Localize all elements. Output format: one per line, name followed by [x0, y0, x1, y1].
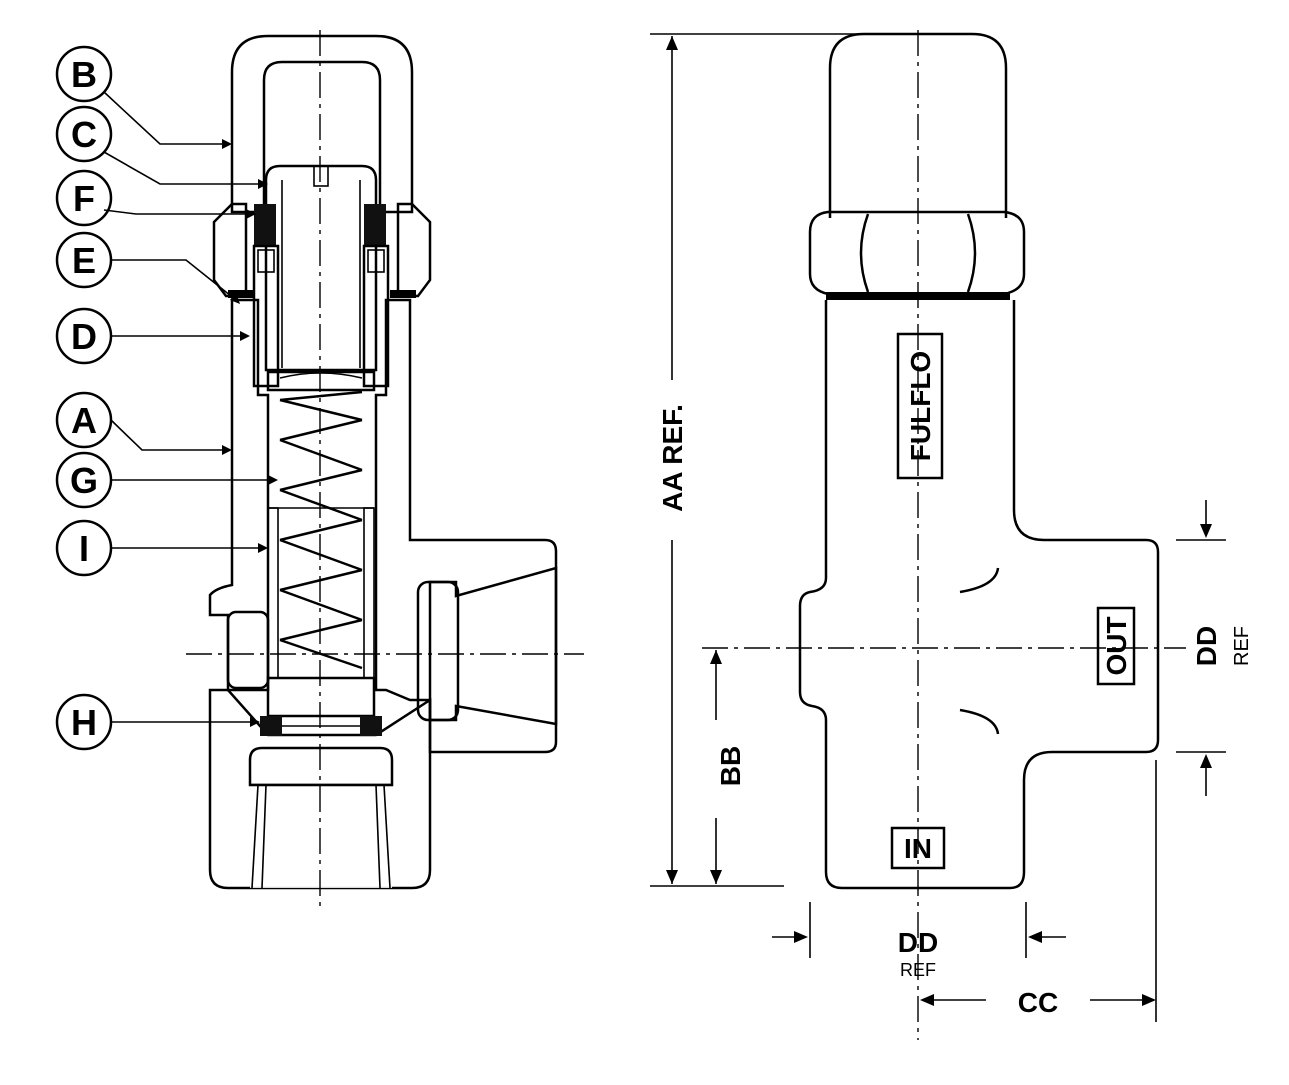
outlet-label-box [1096, 606, 1136, 686]
callout-letter: F [73, 178, 95, 219]
callout-letter: C [71, 114, 97, 155]
body-upper-left [208, 298, 270, 692]
cap-gasket-left [228, 290, 254, 298]
callout-c: C [55, 105, 268, 189]
callout-i: I [55, 519, 268, 577]
guide-right [363, 507, 375, 679]
callout-letter: A [71, 400, 97, 441]
callout-f: F [55, 169, 256, 227]
adjusting-screw [264, 164, 378, 372]
spring-seat [266, 370, 376, 392]
dim-dd-right: DD [1191, 626, 1222, 666]
spring [279, 390, 363, 670]
exterior-hex-nut [808, 210, 1026, 296]
o-ring-right [360, 716, 382, 736]
callout-a: A [55, 391, 232, 455]
inlet-bore [248, 746, 394, 787]
body-lower [208, 688, 432, 890]
lock-nut-left [254, 204, 276, 246]
guide-left [267, 507, 279, 679]
callout-letter: D [71, 316, 97, 357]
bonnet-left [252, 244, 280, 388]
exterior-body [798, 300, 1160, 890]
callout-letter: E [72, 240, 96, 281]
bonnet-right [362, 244, 390, 388]
outlet-label: OUT [1101, 616, 1132, 675]
brand-label: FULFLO [905, 351, 936, 461]
lock-nut-right [364, 204, 386, 246]
dimensions: AA REF. BB DD REF CC DD REF [650, 33, 1253, 1022]
cap-nut-right [396, 202, 432, 298]
callout-e: E [55, 231, 240, 304]
side-pocket [226, 610, 270, 690]
disc-piston [266, 676, 376, 718]
dim-cc: CC [1018, 987, 1058, 1018]
dim-bb: BB [715, 746, 746, 786]
outlet-nozzle [416, 580, 460, 722]
callout-letter: H [71, 702, 97, 743]
cap-nut-left [212, 202, 248, 298]
dim-aa: AA REF. [657, 404, 688, 512]
exterior-view: FULFLO OUT IN [702, 30, 1186, 1040]
callouts: B C F E D A [55, 45, 278, 751]
callout-b: B [55, 45, 232, 149]
callout-h: H [55, 693, 260, 751]
callout-d: D [55, 307, 250, 365]
brand-label-box [896, 332, 944, 480]
callout-g: G [55, 451, 278, 509]
dim-dd-bottom: DD [898, 927, 938, 958]
cap-gasket-right [390, 290, 416, 298]
callout-letter: B [71, 54, 97, 95]
callout-letter: I [79, 528, 89, 569]
section-view [186, 30, 584, 910]
callout-letter: G [70, 460, 98, 501]
outlet-port [428, 566, 558, 726]
dim-dd-bottom-ref: REF [900, 960, 936, 980]
dim-dd-right-ref: REF [1231, 626, 1253, 666]
body-upper-right [374, 298, 558, 754]
o-ring-left [260, 716, 282, 736]
